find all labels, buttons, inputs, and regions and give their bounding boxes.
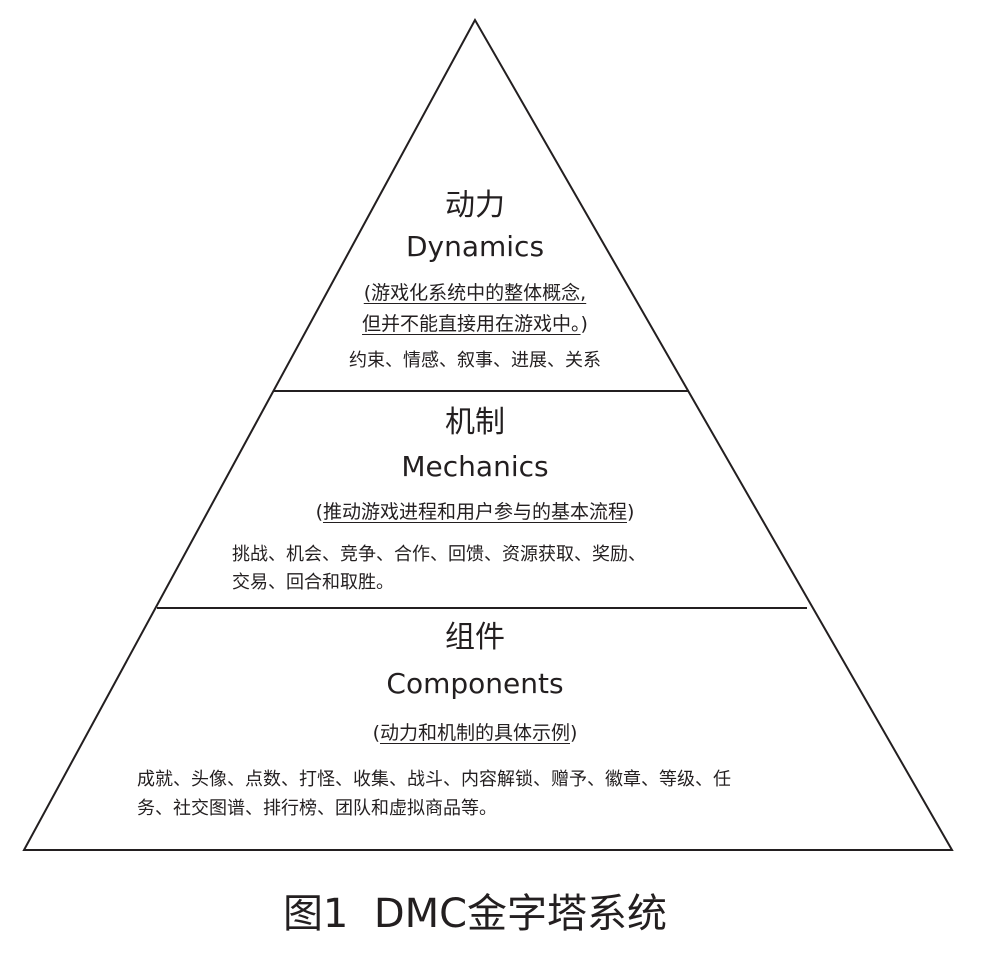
components-items-line1: 成就、头像、点数、打怪、收集、战斗、内容解锁、赠予、徽章、等级、任 <box>137 769 731 790</box>
dynamics-description-close: ) <box>580 313 588 335</box>
mechanics-items-line1: 挑战、机会、竞争、合作、回馈、资源获取、奖励、 <box>232 544 646 565</box>
components-description: (动力和机制的具体示例) <box>325 719 625 747</box>
pyramid-outline <box>22 17 954 851</box>
mechanics-description-open: ( <box>315 501 323 523</box>
mechanics-description: (推动游戏进程和用户参与的基本流程) <box>275 498 675 526</box>
components-items-line2: 务、社交图谱、排行榜、团队和虚拟商品等。 <box>137 798 497 819</box>
mechanics-description-close: ) <box>627 501 635 523</box>
mechanics-description-text: 推动游戏进程和用户参与的基本流程 <box>322 501 627 523</box>
mechanics-items-line2: 交易、回合和取胜。 <box>232 572 394 593</box>
dynamics-description-line1: (游戏化系统中的整体概念, <box>325 279 625 307</box>
dynamics-description-text1: (游戏化系统中的整体概念, <box>363 282 587 304</box>
components-description-open: ( <box>372 722 380 744</box>
dynamics-description-line2: 但并不能直接用在游戏中。) <box>325 310 625 338</box>
dynamics-title-en: Dynamics <box>405 230 545 263</box>
mechanics-title-en: Mechanics <box>401 450 549 483</box>
components-title-en: Components <box>386 667 564 700</box>
dynamics-title-zh: 动力 <box>445 188 505 223</box>
dynamics-items: 约束、情感、叙事、进展、关系 <box>349 350 601 371</box>
mechanics-title-zh: 机制 <box>445 405 505 440</box>
figure-caption: 图1 DMC金字塔系统 <box>282 891 668 937</box>
dynamics-description-text2: 但并不能直接用在游戏中。 <box>362 313 581 335</box>
components-description-text: 动力和机制的具体示例 <box>379 722 570 744</box>
components-description-close: ) <box>570 722 578 744</box>
components-title-zh: 组件 <box>445 620 505 655</box>
